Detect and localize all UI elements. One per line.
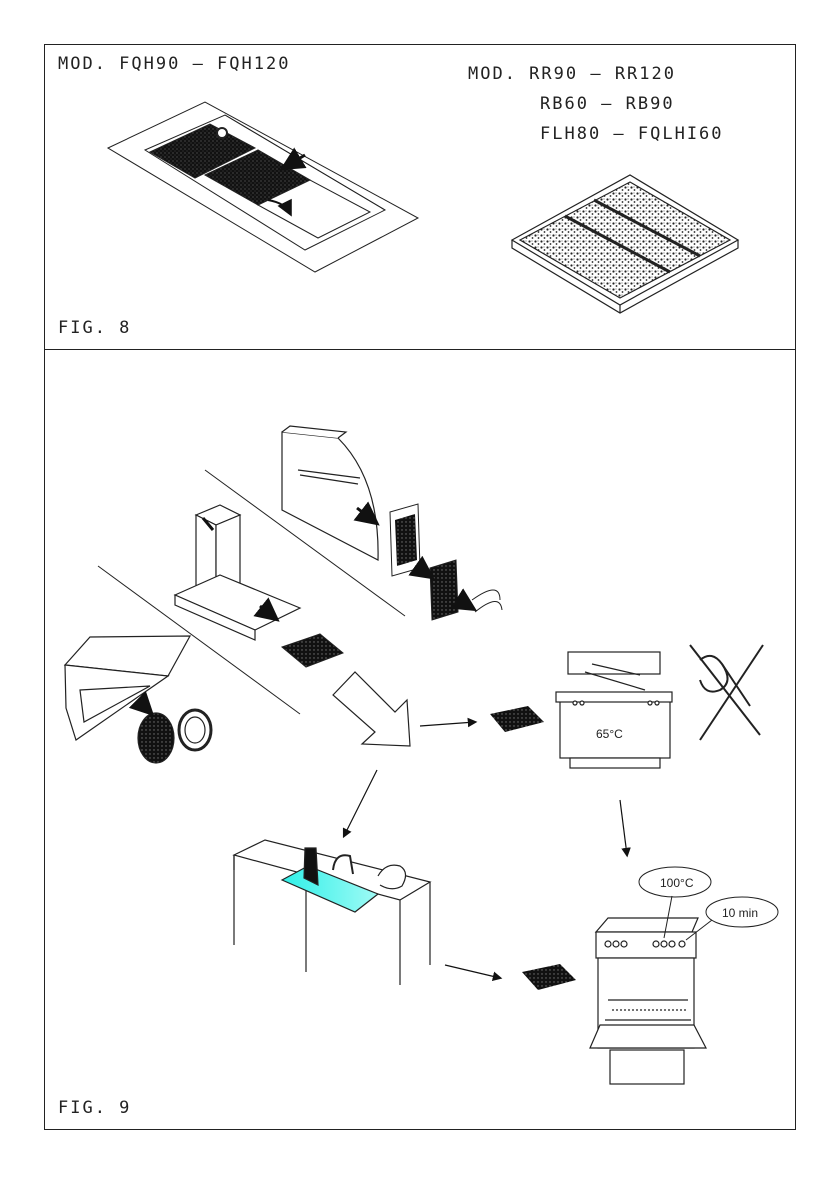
hood-curved-drawing: [281, 425, 379, 561]
fig8-model-right-2: RB60 — RB90: [540, 94, 675, 114]
fig9-panel: [44, 349, 796, 1130]
square-filter-mesh: [280, 633, 344, 668]
fqh-insert-arrow: [279, 147, 307, 171]
fig8-model-right-1: MOD. RR90 — RR120: [468, 64, 676, 84]
round-filter: [137, 708, 213, 764]
fig8-model-left: MOD. FQH90 — FQH120: [58, 54, 291, 74]
big-hollow-arrow: [332, 671, 411, 747]
oven-temp-bubble: [638, 866, 712, 898]
fig8-model-right-3: FLH80 — FQLHI60: [540, 124, 724, 144]
fig9-label: FIG. 9: [58, 1098, 132, 1118]
dishwasher-drawing: [555, 651, 673, 769]
hood-fqh-drawing: [106, 101, 420, 273]
fqh-swing-arrow: [267, 198, 292, 217]
no-spray-icon: [689, 644, 764, 741]
hood-angled-drawing: [63, 635, 192, 741]
sink-drawing: [232, 839, 432, 985]
oven-time-label: 10 min: [722, 906, 758, 920]
oven-temp-label: 100°C: [660, 876, 694, 890]
filter-mat-rr-drawing: [510, 174, 740, 314]
filter-to-oven: [522, 964, 576, 990]
panel-filter-1: [389, 503, 421, 577]
dishwasher-temp-label: 65°C: [596, 727, 623, 741]
fig8-label: FIG. 8: [58, 318, 132, 338]
oven-time-bubble: [705, 896, 779, 928]
filter-to-dishwasher: [490, 706, 544, 732]
panel-filter-2: [429, 559, 459, 621]
oven-drawing: [589, 917, 707, 1085]
clip-hook: [471, 589, 503, 613]
